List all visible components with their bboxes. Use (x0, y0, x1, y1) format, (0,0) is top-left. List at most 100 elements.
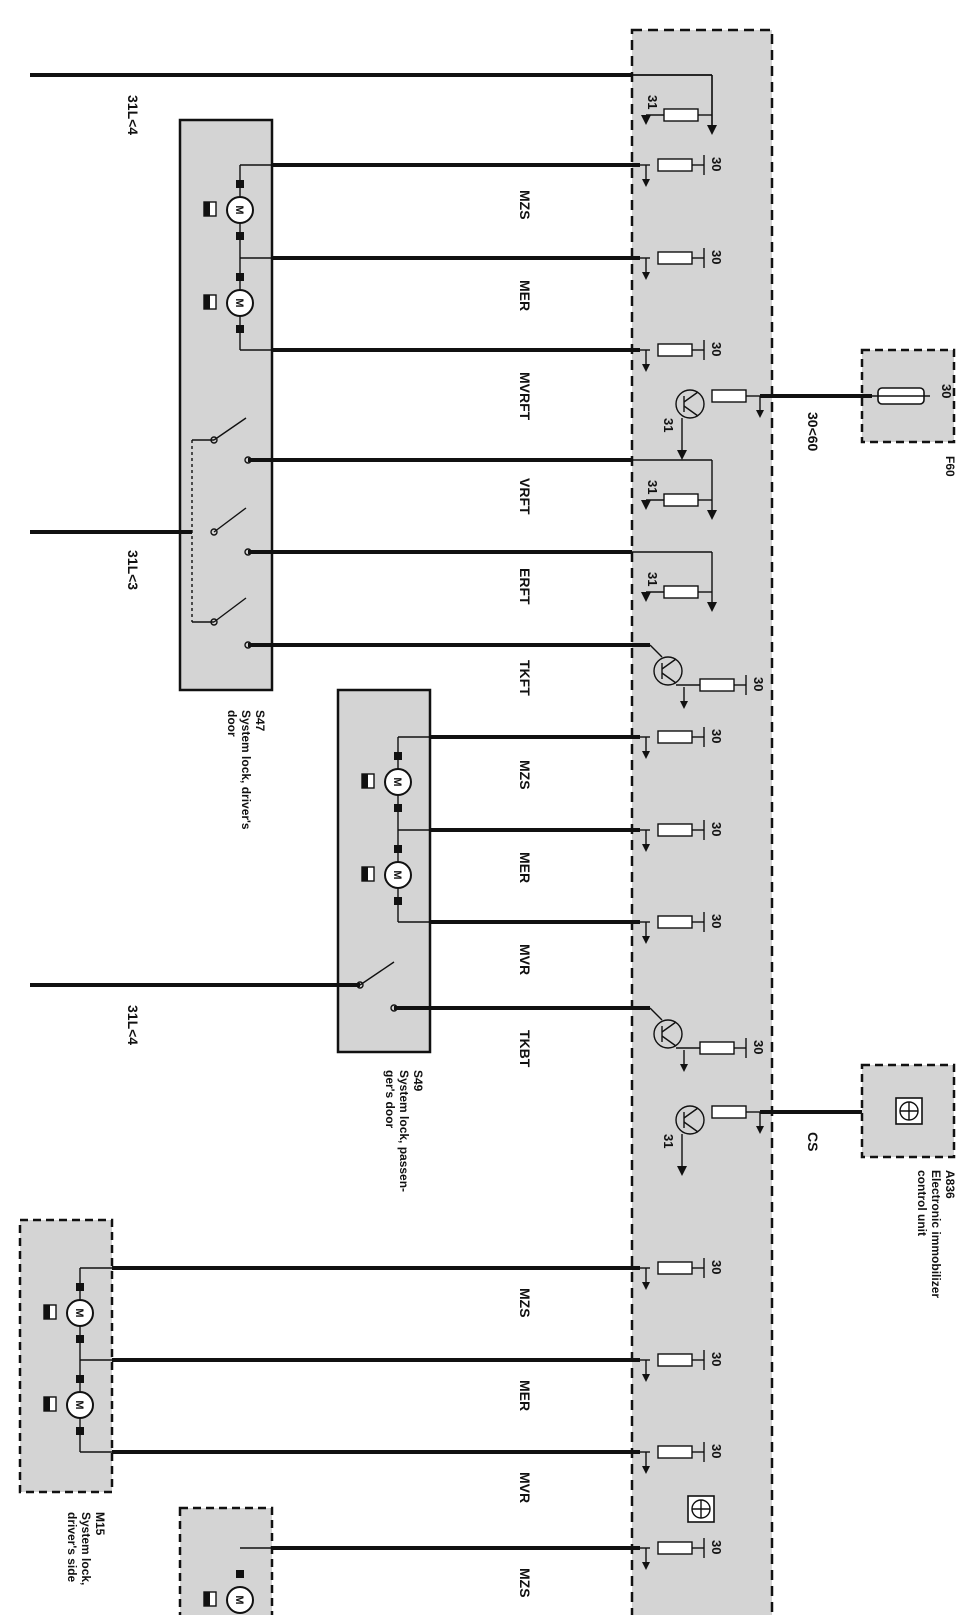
resistor (699, 1041, 735, 1055)
arrow-down-icon (756, 1126, 764, 1134)
pin-31-label: 31 (645, 572, 660, 586)
ground-icon (641, 115, 651, 125)
resistor (657, 730, 693, 744)
resistor (657, 1541, 693, 1555)
wire-label-mzs: MZS (517, 1288, 533, 1318)
resistor (657, 915, 693, 929)
pin-31-label: 31 (661, 418, 676, 432)
resistor (657, 251, 693, 265)
resistor (657, 823, 693, 837)
pin-30-label: 30 (709, 1540, 724, 1554)
motor-letter: M (391, 777, 403, 786)
s49-name-label-2: ger's door (383, 1070, 397, 1129)
resistor (663, 108, 699, 122)
resistor (711, 389, 747, 403)
wire-label-mer: MER (517, 1380, 533, 1411)
pin-31-label: 31 (661, 1134, 676, 1148)
transistor-icon (653, 656, 683, 686)
resistor (663, 585, 699, 599)
wire-label-mzs: MZS (517, 190, 533, 220)
wire-label-mvr: MVR (517, 944, 533, 975)
ground-icon (677, 450, 687, 460)
s47-name-label: System lock, driver's (239, 710, 253, 830)
arrow-down-icon (680, 1064, 688, 1072)
wire-label-31l4: 31L<4 (125, 1005, 141, 1045)
arrow-down-icon (642, 1282, 650, 1290)
arrow-down-icon (642, 751, 650, 759)
arrow-down-icon (642, 844, 650, 852)
wire-label-31l4: 31L<4 (125, 95, 141, 135)
arrow-down-icon (680, 701, 688, 709)
s49-motor-upper-icon (384, 768, 412, 796)
pin-30-label: 30 (709, 342, 724, 356)
m15-code-label: M15 (93, 1512, 107, 1536)
arrow-down-icon (642, 1374, 650, 1382)
s47-name-label-2: door (225, 710, 239, 737)
resistor (663, 493, 699, 507)
transistor-icon (653, 1019, 683, 1049)
s49-motor-lower-icon (384, 861, 412, 889)
arrow-down-icon (642, 936, 650, 944)
pin-30-label: 30 (709, 250, 724, 264)
transistor-icon (675, 1105, 705, 1135)
resistor (657, 343, 693, 357)
a836-code-label: A836 (943, 1170, 957, 1199)
s47-motor-upper-icon (226, 196, 254, 224)
s47-code-label: S47 (253, 710, 267, 732)
m15-module-box (18, 1218, 114, 1494)
m15-name-label: System lock, (79, 1512, 93, 1585)
s47-motor-lower-icon (226, 289, 254, 317)
pin-30-label: 30 (709, 157, 724, 171)
wire-label-mzs: MZS (517, 760, 533, 790)
transistor-icon (675, 389, 705, 419)
lower-module-box (178, 1506, 274, 1615)
ground-icon (641, 592, 651, 602)
wire-label-31l3: 31L<3 (125, 550, 141, 590)
motor-letter: M (391, 870, 403, 879)
lower-module-motor-icon (226, 1586, 254, 1614)
ground-icon (707, 125, 717, 135)
m15-motor-lower-icon (66, 1391, 94, 1419)
resistor (657, 158, 693, 172)
resistor (699, 678, 735, 692)
ground-icon (707, 510, 717, 520)
ground-icon (677, 1166, 687, 1176)
f60-code-label: F60 (943, 456, 957, 477)
a836-name-label-2: control unit (915, 1170, 929, 1236)
motor-letter: M (73, 1400, 85, 1409)
pin-30-label: 30 (709, 914, 724, 928)
wire-label-tkbt: TKBT (517, 1030, 533, 1068)
a836-name-label: Electronic immobilizer (929, 1170, 943, 1298)
s49-name-label: System lock, passen- (397, 1070, 411, 1192)
pin-30-label: 30 (751, 677, 766, 691)
m15-motor-upper-icon (66, 1299, 94, 1327)
motor-letter: M (233, 1595, 245, 1604)
ground-icon (641, 500, 651, 510)
wire-label-mer: MER (517, 280, 533, 311)
motor-letter: M (73, 1308, 85, 1317)
arrow-down-icon (642, 272, 650, 280)
arrow-down-icon (642, 364, 650, 372)
resistor (657, 1445, 693, 1459)
pin-30-label: 30 (709, 1260, 724, 1274)
s49-module-box (336, 688, 432, 1054)
arrow-down-icon (642, 1562, 650, 1570)
pin-30-label: 30 (709, 822, 724, 836)
s49-code-label: S49 (411, 1070, 425, 1092)
wire-label-mvr: MVR (517, 1472, 533, 1503)
pin-30-label: 30 (751, 1040, 766, 1054)
resistor (657, 1261, 693, 1275)
supply-label: 30<60 (805, 412, 821, 452)
control-unit-box (630, 28, 774, 1615)
wire-label-mzs: MZS (517, 1568, 533, 1598)
motor-letter: M (233, 205, 245, 214)
wire-label-erft: ERFT (517, 568, 533, 605)
pin-31-label: 31 (645, 95, 660, 109)
m15-name-label-2: driver's side (65, 1512, 79, 1583)
pin-30-label: 30 (709, 1444, 724, 1458)
arrow-down-icon (642, 1466, 650, 1474)
f60-pin-label: 30 (939, 384, 954, 398)
wire-label-cs: CS (805, 1132, 821, 1151)
s47-module-box (178, 118, 274, 692)
